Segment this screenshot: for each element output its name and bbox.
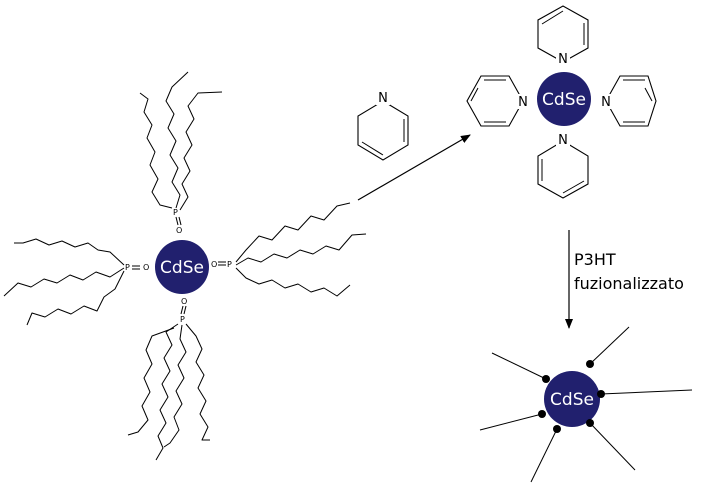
- topo-ligand-top: P O: [139, 71, 223, 235]
- topo-ligand-right: P O: [211, 202, 367, 297]
- anchor-point: [553, 425, 561, 433]
- nitrogen-atom: N: [601, 95, 611, 110]
- anchor-point: [597, 390, 605, 398]
- cdse-label: CdSe: [542, 90, 586, 110]
- nitrogen-atom: N: [518, 95, 528, 110]
- oxygen-atom: O: [143, 263, 149, 272]
- cdse-nanoparticle: [537, 72, 591, 126]
- oxygen-atom: O: [176, 226, 182, 235]
- phosphorus-atom: P: [173, 208, 178, 217]
- anchor-point: [538, 410, 546, 418]
- oxygen-atom: O: [181, 297, 187, 306]
- anchor-point: [542, 375, 550, 383]
- pyridine-ligand-bottom: N: [537, 132, 589, 199]
- pyridine-capped-nanoparticle: N N N N CdSe: [466, 5, 657, 199]
- nitrogen-atom: N: [558, 133, 568, 148]
- phosphorus-atom: P: [180, 315, 185, 324]
- cdse-nanoparticle: [544, 371, 600, 427]
- topo-capped-nanoparticle: P O P O P O O: [3, 71, 367, 461]
- phosphorus-atom: P: [227, 260, 232, 269]
- nitrogen-atom: N: [558, 52, 568, 67]
- topo-ligand-bottom: O P: [127, 297, 210, 461]
- pyridine-ligand-right: N: [599, 75, 657, 127]
- nitrogen-atom: N: [378, 91, 388, 106]
- pyridine-ligand-top: N: [537, 5, 589, 67]
- anchor-point: [586, 360, 594, 368]
- pyridine-ligand-left: N: [466, 75, 530, 127]
- oxygen-atom: O: [211, 260, 217, 269]
- step-label-line2: fuzionalizzato: [574, 274, 684, 293]
- step-label-line1: P3HT: [574, 250, 616, 269]
- cdse-label: CdSe: [550, 390, 594, 410]
- cdse-nanoparticle: [155, 240, 209, 294]
- topo-ligand-left: P O: [3, 238, 149, 326]
- exchange-arrow: [357, 134, 471, 201]
- pyridine-molecule: N: [357, 90, 409, 161]
- phosphorus-atom: P: [125, 263, 130, 272]
- p3ht-functionalized-nanoparticle: CdSe: [479, 326, 693, 483]
- cdse-label: CdSe: [160, 258, 204, 278]
- anchor-point: [586, 419, 594, 427]
